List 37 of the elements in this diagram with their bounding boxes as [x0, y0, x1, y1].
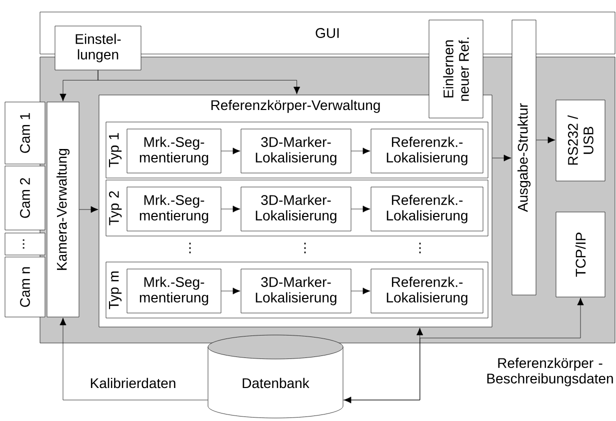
process-box: Referenzk.- Lokalisierung	[370, 268, 484, 314]
arrow	[221, 148, 240, 154]
ellipsis-dots: ⋮	[304, 242, 306, 254]
interface-box: TCP/IP	[556, 212, 606, 298]
camera-box: ...	[4, 232, 46, 256]
edge-label: Referenzkörper - Beschreibungsdaten	[487, 358, 613, 386]
ellipsis-dots: ⋮	[419, 242, 421, 254]
process-box: 3D-Marker- Lokalisierung	[240, 268, 352, 314]
arrow	[536, 136, 556, 144]
arrow	[343, 298, 584, 400]
process-box: 3D-Marker- Lokalisierung	[240, 128, 352, 174]
arrow	[344, 328, 424, 404]
process-box: Ausgabe-Struktur	[512, 20, 536, 296]
arrow	[351, 148, 370, 154]
arrow	[351, 288, 370, 294]
arrow	[492, 154, 512, 162]
process-box: Einlernen neuer Ref.	[428, 20, 484, 118]
arrow	[221, 206, 240, 212]
arrow	[98, 70, 300, 94]
interface-box: RS232 / USB	[556, 100, 606, 182]
arrow	[60, 318, 208, 400]
process-box: Mrk.-Seg- mentierung	[126, 128, 222, 174]
node-label: Datenbank	[242, 378, 310, 388]
arrow	[79, 206, 98, 213]
process-box: Referenzk.- Lokalisierung	[370, 186, 484, 232]
camera-box: Cam 2	[4, 166, 46, 230]
edge-label: Kalibrierdaten	[90, 378, 176, 388]
process-box: 3D-Marker- Lokalisierung	[240, 186, 352, 232]
database-cylinder: Datenbank	[208, 334, 344, 418]
arrow	[221, 288, 240, 294]
process-box: Mrk.-Seg- mentierung	[126, 268, 222, 314]
process-box: Referenzk.- Lokalisierung	[370, 128, 484, 174]
process-box: Einstel- lungen	[54, 26, 142, 70]
ellipsis-dots: ⋮	[189, 242, 191, 254]
camera-box: Cam 1	[4, 102, 46, 164]
process-box: Mrk.-Seg- mentierung	[126, 186, 222, 232]
arrow	[351, 206, 370, 212]
